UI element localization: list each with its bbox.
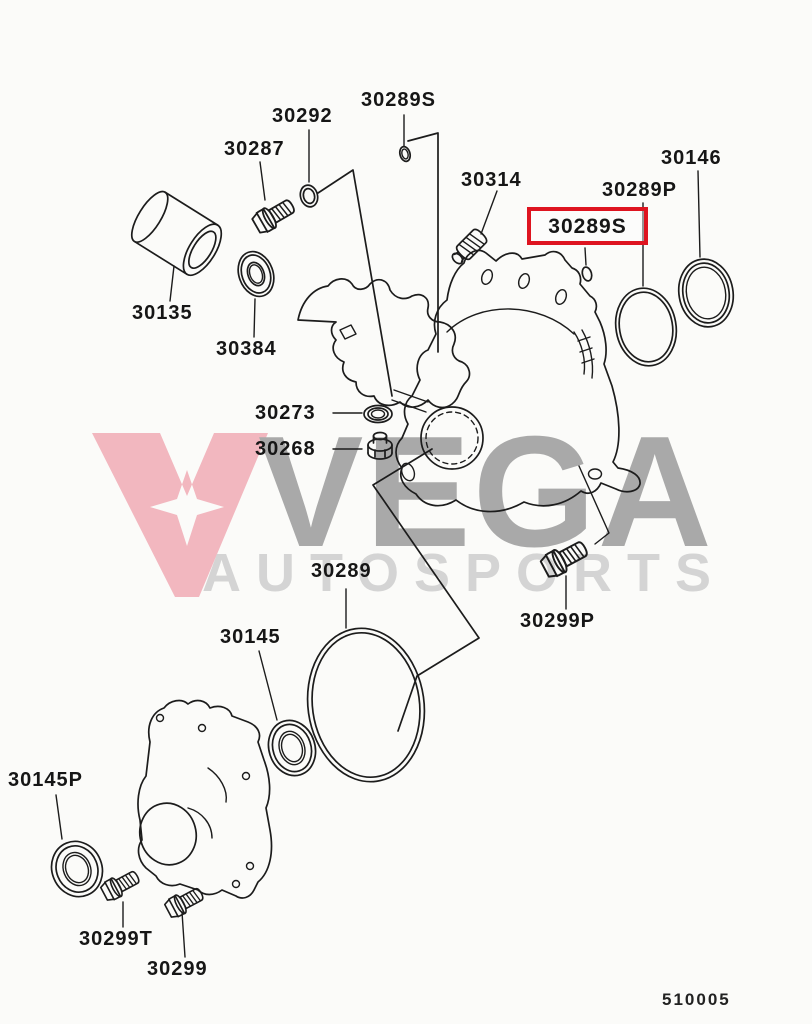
part-label-30289s-highlighted: 30289S (548, 214, 627, 238)
part-30268-nut (367, 431, 393, 460)
watermark-vega-text: VEGA (258, 404, 714, 580)
part-30145-seal (267, 719, 317, 777)
part-30289-oring (306, 627, 426, 783)
plate-edge-right (407, 132, 439, 353)
part-label-30314: 30314 (461, 169, 522, 191)
part-label-30299p: 30299P (520, 610, 595, 632)
part-30146-seal (677, 258, 735, 328)
part-label-30299: 30299 (147, 958, 208, 980)
leader-zigzag (372, 448, 480, 732)
part-label-30292: 30292 (272, 105, 333, 127)
part-label-30145p: 30145P (8, 769, 83, 791)
part-label-30287: 30287 (224, 138, 285, 160)
part-30135-sleeve (130, 190, 223, 277)
part-water-pump-body (395, 249, 641, 513)
plate-edge-left (317, 169, 393, 397)
part-30273-washer (363, 404, 393, 424)
part-30292-ring (299, 184, 319, 208)
part-30289s-oring-top (398, 145, 412, 163)
watermark-autosports-text: AUTOSPORTS (202, 543, 727, 603)
part-label-30273: 30273 (255, 402, 316, 424)
part-30289p-oring (614, 287, 678, 367)
part-label-30384: 30384 (216, 338, 277, 360)
part-label-30146: 30146 (661, 147, 722, 169)
part-30145p-seal (50, 840, 104, 898)
part-label-30289s-top: 30289S (361, 89, 436, 111)
leader-lines (55, 114, 701, 958)
part-label-30135: 30135 (132, 302, 193, 324)
part-30384-seal (237, 250, 275, 298)
diagram-code: 510005 (662, 990, 731, 1009)
highlight-box: 30289S (527, 207, 648, 245)
part-label-30289: 30289 (311, 560, 372, 582)
part-label-30268: 30268 (255, 438, 316, 460)
part-label-30289p: 30289P (602, 179, 677, 201)
part-label-30145: 30145 (220, 626, 281, 648)
part-30289s-oring-boxed (581, 266, 593, 282)
part-rear-housing (137, 699, 273, 899)
part-label-30299t: 30299T (79, 928, 153, 950)
